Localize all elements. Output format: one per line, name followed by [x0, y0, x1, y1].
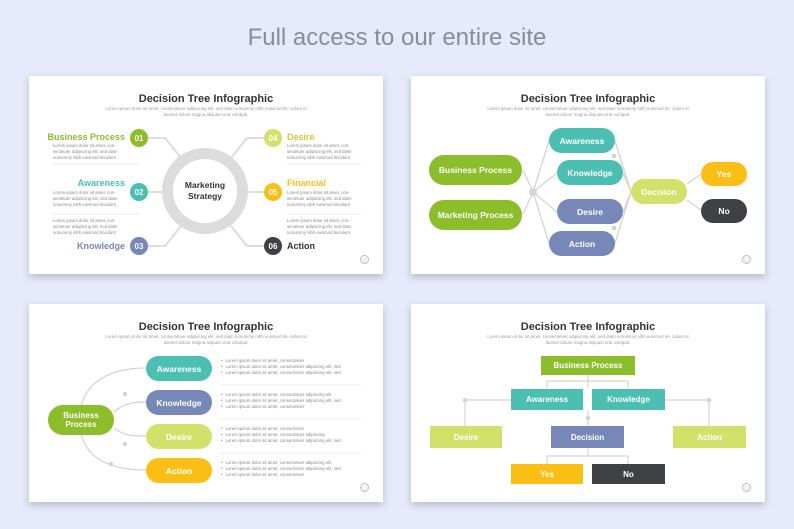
- bullet-list-awareness: Lorem ipsum dolor sit amet, consectetuer…: [221, 358, 361, 376]
- step-number-03: 03: [130, 237, 148, 255]
- connector-lines: [462, 375, 712, 464]
- node-marketing-process: Marketing Process: [429, 200, 522, 230]
- step-label-business-process: Business Process: [47, 132, 125, 142]
- node-action: Action: [549, 231, 615, 256]
- connector-lines: [522, 140, 702, 244]
- step-label-knowledge: Knowledge: [76, 241, 125, 251]
- step-number-05: 05: [264, 183, 282, 201]
- bullet-item: Lorem ipsum dolor sit amet, consectetuer…: [221, 364, 361, 370]
- bullet-list-knowledge: Lorem ipsum dolor sit amet, consectetuer…: [221, 392, 361, 410]
- center-ring: Marketing Strategy: [162, 148, 248, 234]
- slide-subtitle: Lorem ipsum dolor sit amet, consectetuer…: [487, 106, 689, 117]
- node-desire: Desire: [430, 426, 502, 448]
- bullet-item: Lorem ipsum dolor sit amet, consectetuer: [221, 426, 361, 432]
- connector-lines: [51, 137, 361, 247]
- bullet-item: Lorem ipsum dolor sit amet, consectetuer…: [221, 466, 361, 472]
- bullet-item: Lorem ipsum dolor sit amet, consectetuer…: [221, 392, 361, 398]
- bullet-item: Lorem ipsum dolor sit amet, consectetuer: [221, 472, 361, 478]
- slide-title: Decision Tree Infographic: [520, 321, 656, 333]
- node-action: Action: [673, 426, 746, 448]
- slide-subtitle: Lorem ipsum dolor sit amet, consectetuer…: [487, 334, 689, 345]
- center-label: Marketing Strategy: [184, 180, 226, 201]
- bullet-item: Lorem ipsum dolor sit amet, consectetuer: [221, 358, 361, 364]
- step-number-04: 04: [264, 129, 282, 147]
- node-knowledge: Knowledge: [557, 160, 623, 185]
- node-desire: Desire: [146, 424, 212, 449]
- slide-footer-icon: ◯: [360, 255, 369, 264]
- slide-title: Decision Tree Infographic: [138, 93, 274, 105]
- bullet-item: Lorem ipsum dolor sit amet, consectetuer…: [221, 432, 361, 438]
- node-awareness: Awareness: [549, 128, 615, 153]
- bullet-item: Lorem ipsum dolor sit amet, consectetuer…: [221, 438, 361, 444]
- node-business-process-label: Business Process: [63, 411, 99, 429]
- step-label-awareness: Awareness: [77, 178, 125, 188]
- slide-subtitle: Lorem ipsum dolor sit amet, consectetuer…: [105, 334, 307, 345]
- slide-title: Decision Tree Infographic: [520, 93, 656, 105]
- slide-footer-icon: ◯: [742, 483, 751, 492]
- bullet-item: Lorem ipsum dolor sit amet, consectetuer…: [221, 398, 361, 404]
- slide-footer-icon: ◯: [742, 255, 751, 264]
- node-knowledge: Knowledge: [592, 389, 665, 410]
- bullet-item: Lorem ipsum dolor sit amet, consectetuer: [221, 404, 361, 410]
- bullet-item: Lorem ipsum dolor sit amet, consectetuer…: [221, 370, 361, 376]
- slide-preview-1[interactable]: Decision Tree Infographic Lorem ipsum do…: [29, 76, 383, 274]
- node-no: No: [592, 464, 665, 484]
- node-desire: Desire: [557, 199, 623, 224]
- step-description: Lorem ipsum dolor sit amet, con- sectetu…: [53, 218, 118, 235]
- node-no: No: [701, 199, 747, 223]
- step-number-06: 06: [264, 237, 282, 255]
- node-business-process: Business Process: [541, 356, 635, 375]
- step-number-02: 02: [130, 183, 148, 201]
- node-business-process: Business Process: [429, 155, 522, 185]
- step-description: Lorem ipsum dolor sit amet, con- sectetu…: [53, 190, 118, 207]
- step-description: Lorem ipsum dolor sit amet, con- sectetu…: [287, 143, 352, 160]
- slide-preview-3[interactable]: Decision Tree Infographic Lorem ipsum do…: [29, 304, 383, 502]
- step-description: Lorem ipsum dolor sit amet, con- sectetu…: [287, 218, 352, 235]
- step-label-desire: Desire: [287, 132, 315, 142]
- node-decision: Decision: [551, 426, 624, 448]
- node-business-process: Business Process: [48, 405, 114, 435]
- step-description: Lorem ipsum dolor sit amet, con- sectetu…: [287, 190, 352, 207]
- node-awareness: Awareness: [511, 389, 583, 410]
- slide-preview-4[interactable]: Decision Tree Infographic Lorem ipsum do…: [411, 304, 765, 502]
- node-yes: Yes: [511, 464, 583, 484]
- node-awareness: Awareness: [146, 356, 212, 381]
- step-label-financial: Financial: [287, 178, 327, 188]
- bullet-list-action: Lorem ipsum dolor sit amet, consectetuer…: [221, 460, 361, 478]
- bullet-list-desire: Lorem ipsum dolor sit amet, consectetuer…: [221, 426, 361, 444]
- node-action: Action: [146, 458, 212, 483]
- step-number-01: 01: [130, 129, 148, 147]
- step-label-action: Action: [287, 241, 315, 251]
- bullet-item: Lorem ipsum dolor sit amet, consectetuer…: [221, 460, 361, 466]
- node-yes: Yes: [701, 162, 747, 186]
- slide-footer-icon: ◯: [360, 483, 369, 492]
- node-decision: Decision: [631, 179, 687, 204]
- node-knowledge: Knowledge: [146, 390, 212, 415]
- page-headline: Full access to our entire site: [247, 24, 547, 51]
- slide-subtitle: Lorem ipsum dolor sit amet, consectetuer…: [105, 106, 307, 117]
- step-description: Lorem ipsum dolor sit amet, con- sectetu…: [53, 143, 118, 160]
- slide-title: Decision Tree Infographic: [138, 321, 274, 333]
- slide-preview-2[interactable]: Decision Tree Infographic Lorem ipsum do…: [411, 76, 765, 274]
